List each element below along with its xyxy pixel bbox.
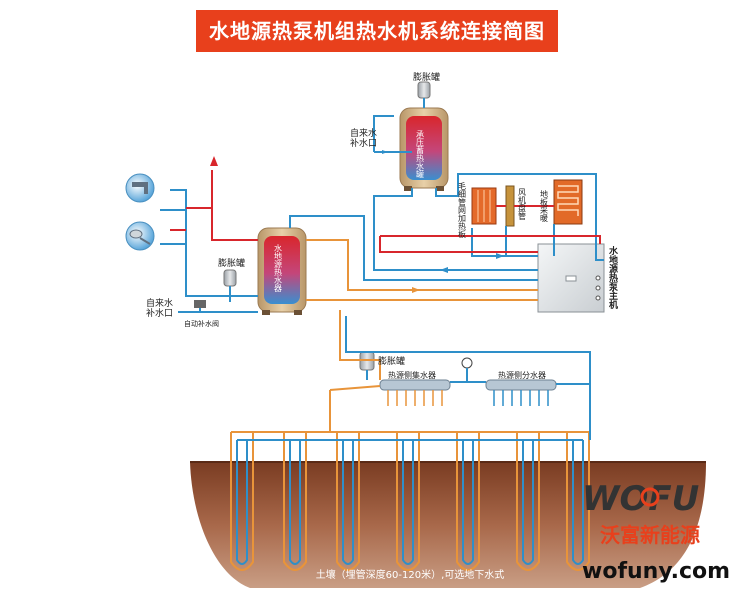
floor-heating-label: 地板采暖 xyxy=(540,189,549,223)
tank-top-text: 承压蓄热水罐 xyxy=(416,130,425,179)
pump-icon xyxy=(461,357,473,369)
floor-heating-coil xyxy=(553,179,583,225)
pressure-storage-tank xyxy=(399,107,449,191)
auto-valve-icon xyxy=(194,300,206,308)
heat-pump-main-unit xyxy=(537,243,605,313)
expansion-tank-mid xyxy=(223,269,237,302)
distributor-label: 热源侧分水器 xyxy=(498,370,546,380)
expansion-tank-mid-label: 膨胀罐 xyxy=(218,257,245,269)
tap-water-top-label: 自来水 xyxy=(350,127,377,139)
brand-url: wofuny.com xyxy=(582,559,730,584)
brand-name: 沃富新能源 xyxy=(600,523,700,547)
diagram-title: 水地源热泵机组热水机系统连接简图 xyxy=(209,19,545,43)
title-banner: 水地源热泵机组热水机系统连接简图 xyxy=(196,10,558,52)
expansion-tank-bottom-label: 膨胀罐 xyxy=(378,355,405,367)
fan-coil-unit xyxy=(505,185,515,227)
collector-manifold xyxy=(379,379,451,406)
faucet-icon xyxy=(125,173,155,203)
ground-loops xyxy=(230,431,590,571)
expansion-tank-bottom xyxy=(359,351,375,380)
shower-icon xyxy=(125,221,155,251)
expansion-tank-top-label: 膨胀罐 xyxy=(413,71,440,83)
auto-valve-label: 自动补水阀 xyxy=(184,319,219,328)
fan-coil-label: 风机盘管 xyxy=(518,188,527,221)
soil-area xyxy=(190,462,706,588)
radiator-label: 毛细管网加热板 xyxy=(458,181,467,239)
brand-logo: WOFU xyxy=(582,479,699,519)
pipe-network xyxy=(160,115,604,384)
makeup-top-label: 补水口 xyxy=(350,137,377,149)
distributor-manifold xyxy=(485,379,557,406)
manifold-to-ground-pipes xyxy=(329,384,591,440)
up-arrow-icon xyxy=(210,156,218,166)
expansion-tank-top xyxy=(417,81,431,108)
ground-caption: 土壤（埋管深度60-120米）,可选地下水式 xyxy=(316,568,505,581)
svg-text:WOFU: WOFU xyxy=(582,479,699,519)
makeup-left-label: 补水口 xyxy=(146,307,173,319)
heat-pump-label: 水地源热泵主机 xyxy=(607,245,618,310)
right-arrow-icon xyxy=(382,150,388,154)
collector-label: 热源侧集水器 xyxy=(388,370,436,380)
tap-water-left-label: 自来水 xyxy=(146,297,173,309)
main-tank-text: 水地源热水器 xyxy=(274,243,283,293)
main-water-heater-tank xyxy=(257,227,307,315)
capillary-radiator xyxy=(471,187,497,225)
